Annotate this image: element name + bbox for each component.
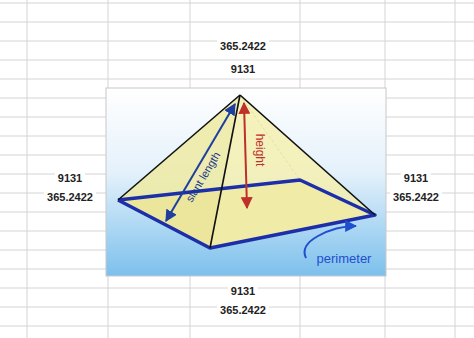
grid-line — [0, 79, 474, 80]
cell-value: 9131 — [401, 172, 431, 185]
grid-line — [27, 0, 28, 338]
grid-line — [455, 0, 456, 338]
perimeter-label: perimeter — [317, 252, 372, 267]
grid-line — [0, 22, 474, 23]
pyramid-face — [210, 95, 375, 248]
pyramid-edge — [210, 95, 240, 248]
cell-value: 365.2422 — [217, 304, 269, 317]
grid-line — [0, 3, 474, 4]
cell-value: 365.2422 — [390, 191, 442, 204]
cell-value: 365.2422 — [44, 191, 96, 204]
slant-length-label: slant length — [183, 150, 223, 205]
cell-value: 9131 — [228, 63, 258, 76]
grid-line — [0, 60, 474, 61]
slant-arrow — [166, 104, 235, 221]
pyramid-edge — [240, 95, 375, 215]
cell-value: 9131 — [55, 172, 85, 185]
cell-value: 365.2422 — [217, 40, 269, 53]
picture-ground — [106, 88, 386, 276]
picture-frame — [106, 88, 386, 276]
height-label: height — [252, 134, 266, 167]
cell-value: 9131 — [228, 285, 258, 298]
grid-line — [0, 326, 474, 327]
height-arrow — [244, 103, 247, 208]
